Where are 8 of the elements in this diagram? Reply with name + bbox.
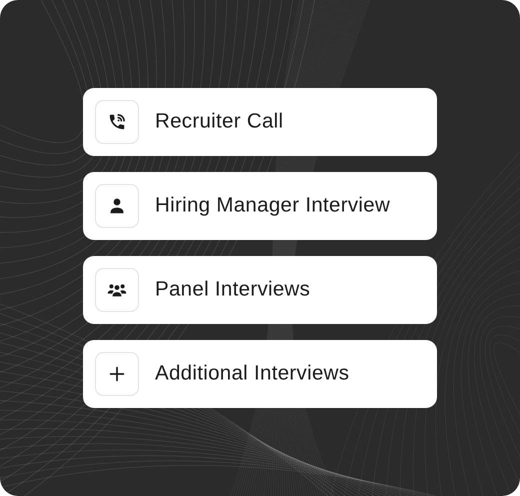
step-card [83,256,437,324]
step-label: Panel Interviews [155,278,310,302]
step-label: Recruiter Call [155,110,284,134]
step-card [83,172,437,240]
step-label: Additional Interviews [155,362,350,386]
step-card [83,88,437,156]
step-card [83,340,437,408]
step-label: Hiring Manager Interview [155,194,390,218]
